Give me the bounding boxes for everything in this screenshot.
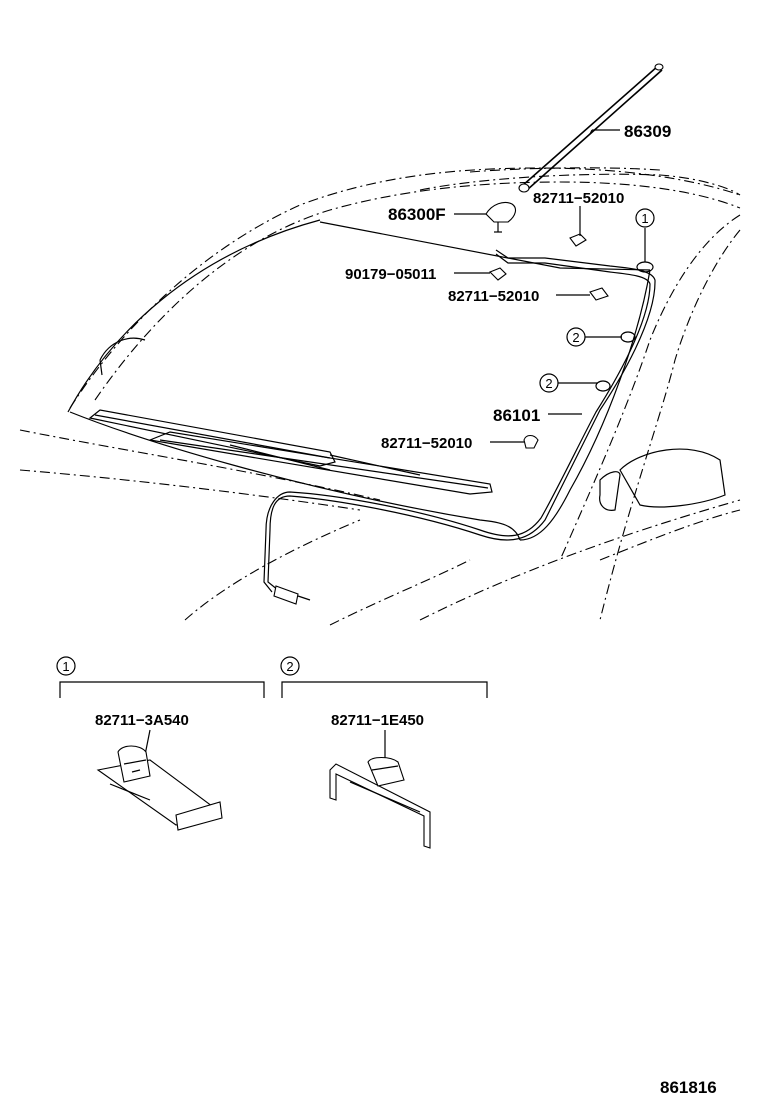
detail-2-part-number: 82711−1E450 xyxy=(331,712,424,729)
callout-90179-05011: 90179−05011 xyxy=(345,266,436,283)
clamp-lower xyxy=(523,434,539,449)
svg-text:1: 1 xyxy=(641,211,648,226)
clamp-upper xyxy=(569,233,587,247)
detail-2-marker: 2 xyxy=(286,659,293,674)
nut xyxy=(489,267,507,281)
marker-2-callout-lower: 2 xyxy=(539,373,559,393)
figure-number: 861816 xyxy=(660,1078,717,1097)
callout-86101: 86101 xyxy=(493,406,540,425)
callout-82711-52010-lower: 82711−52010 xyxy=(381,435,472,452)
detail-1-part-number: 82711−3A540 xyxy=(95,712,189,729)
callout-86300F: 86300F xyxy=(388,205,446,224)
detail-1: 1 82711−3A540 xyxy=(56,656,265,831)
detail-2: 2 82711−1E450 xyxy=(280,656,488,849)
leader-lines xyxy=(454,129,646,443)
detail-1-marker: 1 xyxy=(62,659,69,674)
callout-82711-52010-middle: 82711−52010 xyxy=(448,288,539,305)
wiper-blades xyxy=(88,409,493,495)
svg-text:2: 2 xyxy=(572,330,579,345)
antenna-base xyxy=(485,201,517,233)
antenna-cable xyxy=(263,249,656,605)
callout-86309: 86309 xyxy=(624,122,671,141)
callout-82711-52010-upper: 82711−52010 xyxy=(533,190,624,207)
clamp-middle xyxy=(589,287,609,301)
marker-1-callout: 1 xyxy=(635,208,655,228)
svg-text:2: 2 xyxy=(545,376,552,391)
marker-2-callout-upper: 2 xyxy=(566,327,586,347)
windshield xyxy=(67,219,651,541)
car-body-outline xyxy=(19,167,741,626)
